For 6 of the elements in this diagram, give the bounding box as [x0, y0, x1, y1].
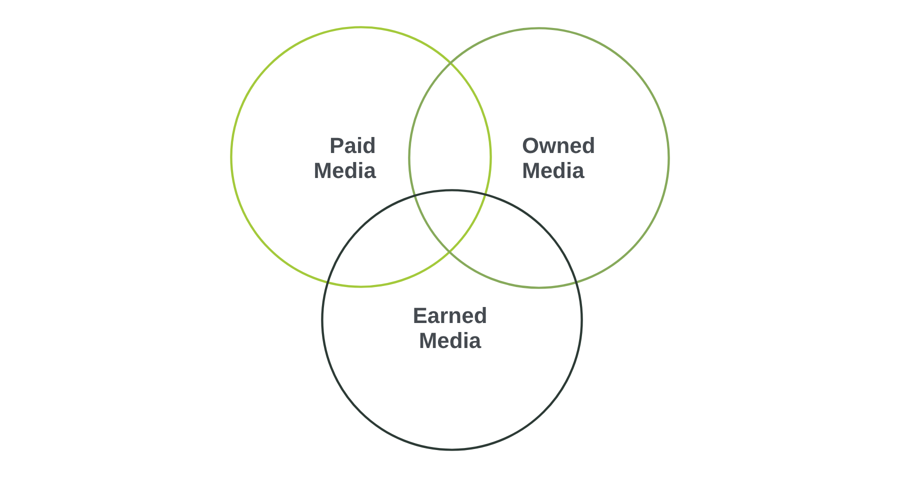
- circle-label: Owned Media: [522, 133, 596, 183]
- circle-label: Earned Media: [412, 303, 488, 353]
- venn-circle: [230, 26, 492, 288]
- venn-circle: [408, 27, 670, 289]
- venn-circle: [321, 189, 583, 451]
- circle-label: Paid Media: [314, 133, 376, 183]
